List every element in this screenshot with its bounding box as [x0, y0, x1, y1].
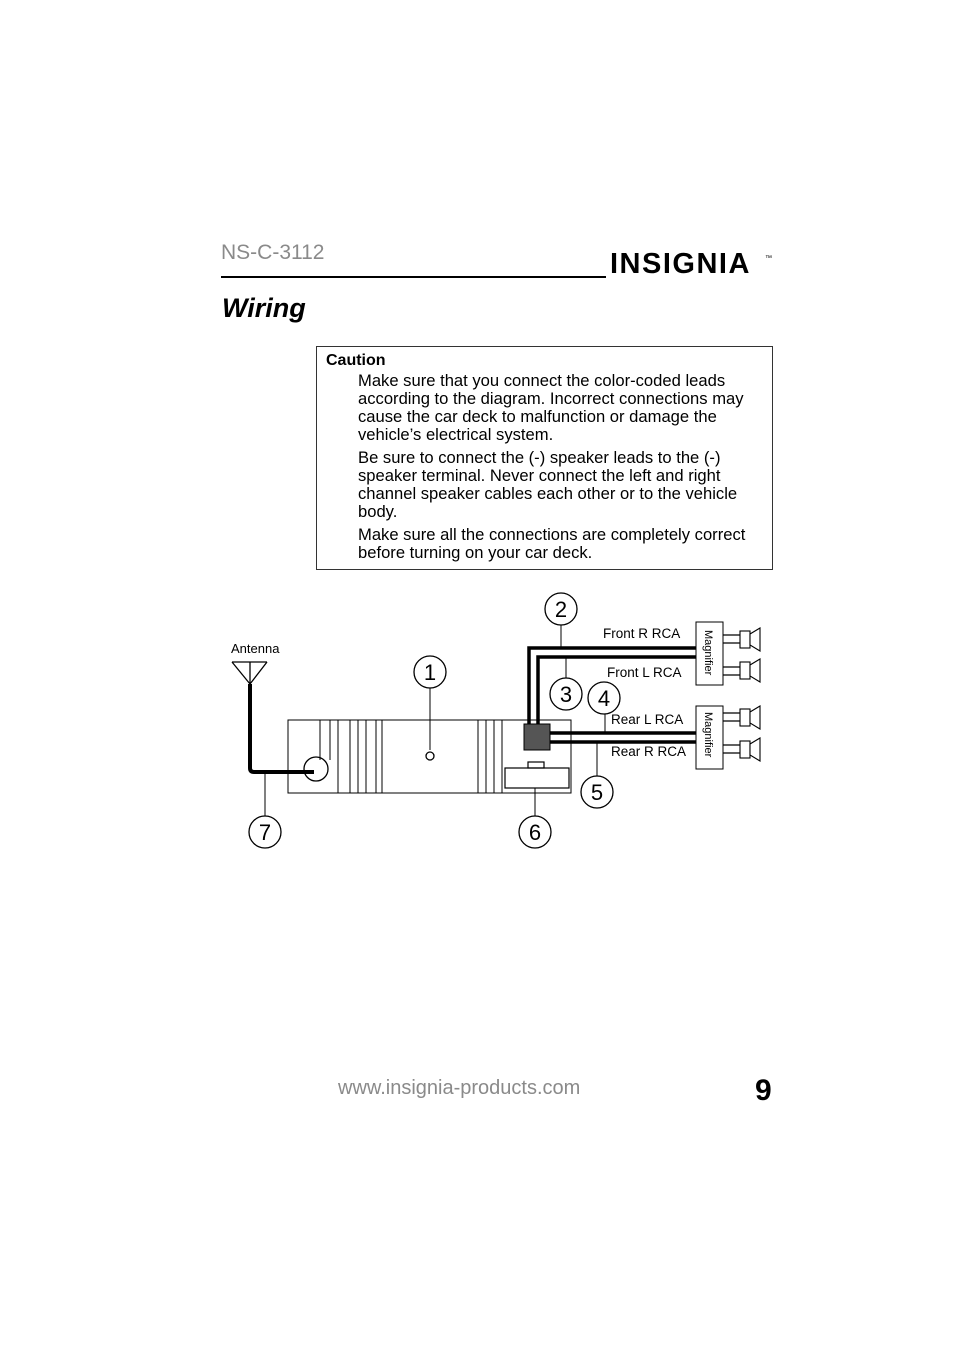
callout-7: 7	[259, 820, 271, 845]
logo-trademark: ™	[765, 255, 772, 262]
magnifier-box	[695, 621, 724, 770]
caution-paragraph: Make sure that you connect the color-cod…	[358, 371, 744, 444]
callout-6: 6	[529, 820, 541, 845]
rear-l-label: Rear L RCA	[611, 712, 683, 727]
caution-heading: Caution	[326, 352, 386, 369]
wiring-diagram: Antenna	[231, 592, 761, 849]
front-r-label: Front R RCA	[603, 626, 680, 641]
rear-r-label: Rear R RCA	[611, 744, 686, 759]
section-title: Wiring	[222, 293, 306, 323]
header-rule	[221, 276, 606, 278]
front-l-label: Front L RCA	[607, 665, 682, 680]
car-deck-unit	[287, 719, 572, 794]
caution-paragraph: Make sure all the connections are comple…	[358, 525, 746, 562]
rca-cables	[527, 646, 696, 744]
wiring-connector	[504, 761, 570, 789]
magnifier-label: Magnifier	[702, 712, 714, 758]
callout-1: 1	[424, 660, 436, 685]
speaker-leads	[723, 634, 740, 754]
antenna-icon	[231, 661, 268, 685]
rca-junction	[523, 723, 551, 751]
magnifier-label: Magnifier	[702, 630, 714, 676]
callout-circles	[248, 592, 621, 849]
antenna-label: Antenna	[231, 641, 280, 656]
logo-wordmark: INSIGNIA	[610, 248, 751, 280]
caution-box: Caution Make sure that you connect the c…	[316, 346, 773, 570]
callout-2: 2	[555, 597, 567, 622]
callout-4: 4	[598, 686, 610, 711]
speaker-icon	[739, 627, 761, 762]
callout-3: 3	[560, 682, 572, 707]
footer-url[interactable]: www.insignia-products.com	[338, 1077, 581, 1099]
model-number: NS-C-3112	[221, 241, 325, 264]
insignia-logo: INSIGNIA ™	[610, 248, 772, 280]
antenna-cable	[248, 684, 314, 774]
page-number: 9	[755, 1074, 772, 1107]
callout-5: 5	[591, 780, 603, 805]
caution-paragraph: Be sure to connect the (-) speaker leads…	[358, 448, 738, 521]
